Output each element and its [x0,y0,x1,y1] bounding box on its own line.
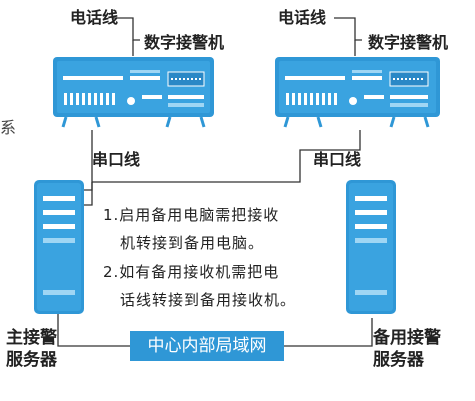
network-label: 中心内部局域网 [130,331,284,361]
main-server-label-line1: 主接警 [6,328,57,348]
phone-line-right [334,17,362,41]
serial-line-right [92,130,361,183]
receiver-right-label: 数字接警机 [368,33,449,52]
network-line-left [57,313,130,347]
phone-line-right-label: 电话线 [278,8,327,27]
serial-line-left-label: 串口线 [92,150,141,169]
backup-server-label-line2: 服务器 [373,350,424,370]
backup-server-label-line1: 备用接警 [373,328,441,348]
main-server-tower [34,180,84,314]
edge-text-fragment: 系 [0,118,17,137]
receiver-device-left [53,57,214,128]
main-server-label-line2: 服务器 [6,350,57,370]
phone-line-left [113,17,140,41]
receiver-device-right [275,57,440,128]
phone-line-left-label: 电话线 [70,8,119,27]
receiver-left-label: 数字接警机 [144,33,225,52]
serial-line-right-label: 串口线 [313,150,362,169]
note-line-1: 1.启用备用电脑需把接收 [103,206,280,224]
note-line-4: 话线转接到备用接收机。 [120,291,297,309]
backup-server-tower [346,180,396,314]
note-line-3: 2.如有备用接收机需把电 [103,263,280,281]
network-line-right [284,318,373,347]
note-line-2: 机转接到备用电脑。 [120,234,265,252]
